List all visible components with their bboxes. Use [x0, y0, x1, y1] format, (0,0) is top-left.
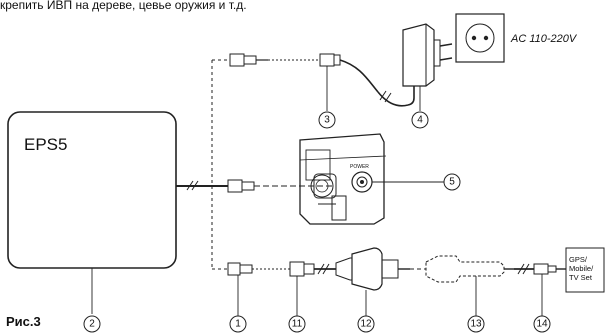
callout-14-number: 14	[536, 319, 548, 330]
callout-5: 5	[443, 173, 461, 191]
callout-2: 2	[83, 315, 101, 333]
callout-14: 14	[533, 315, 551, 333]
callout-13: 13	[467, 315, 485, 333]
eps5-device: EPS5	[7, 111, 177, 269]
top-plug	[229, 53, 268, 67]
plug-14	[533, 263, 566, 316]
device-name: EPS5	[24, 135, 67, 154]
voltage-label: AC 110-220V	[510, 33, 578, 45]
power-supply-unit	[402, 23, 453, 111]
gps-mobile-tv-box: GPS/ Mobile/ TV Set	[565, 247, 605, 293]
adapter-cable-3	[319, 53, 379, 111]
gps-line-3: TV Set	[569, 273, 593, 282]
header-text: крепить ИВП на дереве, цевье оружия и т.…	[0, 0, 247, 12]
connector-11	[289, 261, 315, 316]
car-socket-13	[425, 255, 514, 316]
gps-line-1: GPS/	[569, 255, 588, 264]
callout-3-number: 3	[324, 115, 330, 126]
wall-socket-icon	[455, 13, 505, 63]
callout-11-number: 11	[292, 319, 303, 330]
callout-4: 4	[411, 111, 429, 129]
power-port-label: POWER	[350, 164, 369, 170]
camera-device: POWER	[299, 133, 387, 225]
callout-3: 3	[318, 111, 336, 129]
callout-5-number: 5	[449, 177, 455, 188]
middle-plug	[227, 179, 255, 193]
gps-line-2: Mobile/	[569, 264, 594, 273]
callout-13-number: 13	[470, 319, 482, 330]
callout-2-number: 2	[89, 319, 95, 330]
bottom-plug-1	[227, 262, 253, 316]
callout-12-number: 12	[360, 319, 372, 330]
callout-11: 11	[288, 315, 306, 333]
car-charger-12	[335, 247, 410, 316]
callout-1: 1	[229, 315, 247, 333]
callout-12: 12	[357, 315, 375, 333]
callout-4-number: 4	[417, 115, 423, 126]
callout-1-number: 1	[235, 319, 241, 330]
figure-label: Рис.3	[6, 314, 41, 329]
